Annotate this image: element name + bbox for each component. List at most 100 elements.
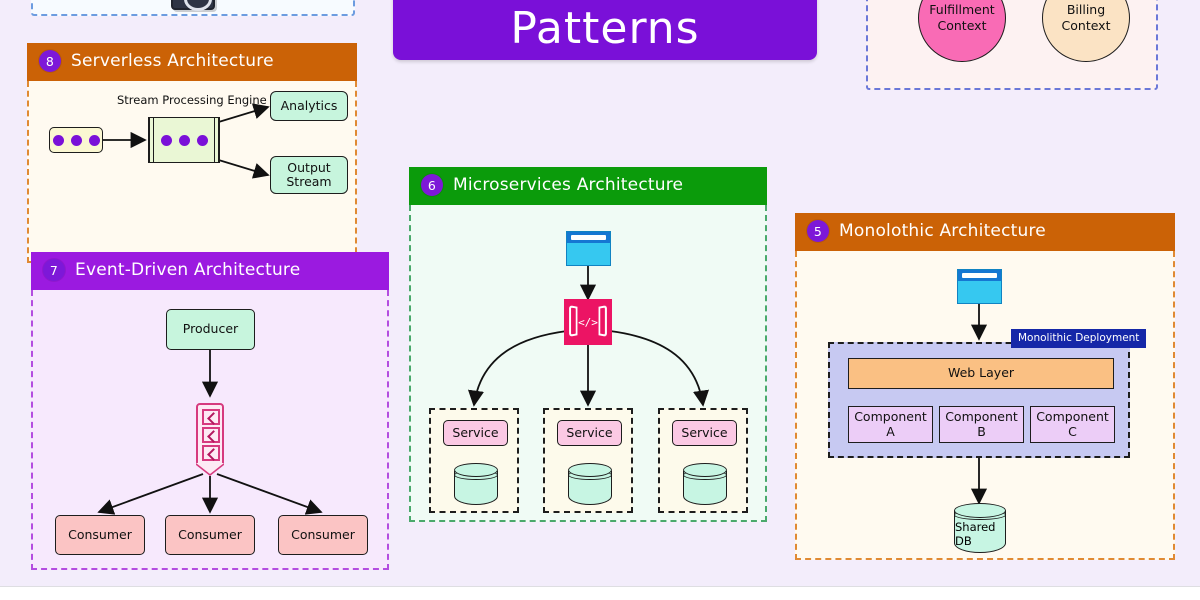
gateway-code-glyph: </> [578,315,598,329]
panel-body: </> Service Service [409,205,767,522]
context-label-line1: Fulfillment [929,2,995,18]
event-dot [52,134,64,146]
monolithic-deployment-box: Web Layer Component A Component B Compon… [828,342,1130,458]
stream-engine-caption: Stream Processing Engine [117,93,267,107]
panel-monolithic-architecture: 5 Monolothic Architecture Web Layer [795,213,1175,560]
panel-header: 6 Microservices Architecture [409,167,767,205]
queue-segment-icon [202,409,220,425]
node-label: Component A [854,409,927,439]
event-source-box [49,127,103,153]
node-label: Analytics [280,97,338,113]
panel-header: 5 Monolothic Architecture [795,213,1175,251]
browser-icon [566,231,611,266]
gateway-left-leaf-icon [569,305,578,337]
panel-microservices-architecture: 6 Microservices Architecture [409,167,767,522]
cylinder-top [568,463,612,477]
cylinder-top [954,503,1006,518]
panel-body: Producer Consumer Consumer Consumer [31,290,389,570]
browser-title-bar [958,270,1001,281]
node-label: Web Layer [947,365,1015,381]
event-driven-connectors [97,342,323,515]
event-dot [178,134,190,146]
event-dot [88,134,100,146]
diagram-canvas: Patterns Fulfillment Context Billing Con… [0,0,1200,586]
service-node: Service [557,420,622,446]
cylinder-top [454,463,498,477]
context-label-line2: Context [937,18,987,33]
browser-icon [957,269,1002,304]
monolithic-connectors [970,304,988,505]
gateway-right-leaf-icon [598,305,607,337]
engine-left-bar [149,118,154,162]
message-queue-icon [196,403,224,465]
event-dot [160,134,172,146]
queue-segment-icon [202,427,220,443]
panel-number-badge: 6 [421,174,443,196]
component-node-c: Component C [1030,406,1115,443]
panel-number-badge: 5 [807,220,829,242]
node-label: Shared DB [955,520,996,548]
panel-header: 8 Serverless Architecture [27,43,357,81]
shared-database-icon: Shared DB [954,503,1006,558]
panel-title: Event-Driven Architecture [75,260,301,280]
service-group-2: Service [543,408,633,513]
clipped-top-card [31,0,355,16]
context-label-line1: Billing [1066,2,1106,18]
context-label-line2: Context [1061,18,1111,33]
node-label-line2: Stream [286,174,332,189]
page-bottom-edge [0,586,1200,600]
panel-body: Stream Processing Engine Analytics Outpu… [27,81,357,263]
stream-processing-engine [148,117,220,163]
consumer-node-3: Consumer [278,515,368,555]
consumer-node-1: Consumer [55,515,145,555]
panel-number-badge: 8 [39,50,61,72]
node-label: Service [452,424,499,440]
panel-title: Serverless Architecture [71,51,274,71]
panel-header: 7 Event-Driven Architecture [31,252,389,290]
service-node: Service [672,420,737,446]
browser-title-bar [567,232,610,243]
panel-event-driven-architecture: 7 Event-Driven Architecture Producer [31,252,389,570]
context-circle-fulfillment: Fulfillment Context [918,0,1006,62]
consumer-node-2: Consumer [165,515,255,555]
service-node: Service [443,420,508,446]
queue-tip-icon [196,463,224,474]
producer-node: Producer [166,309,255,350]
bounded-contexts-card: Fulfillment Context Billing Context [866,0,1158,90]
node-label: Consumer [178,526,242,542]
database-cylinder-icon [454,463,498,509]
node-label: Consumer [291,526,355,542]
node-label: Producer [182,321,239,337]
api-gateway-icon: </> [564,299,612,345]
component-node-b: Component B [939,406,1024,443]
deployment-label: Monolithic Deployment [1011,329,1147,348]
panel-title: Microservices Architecture [453,175,684,195]
node-label: Component C [1036,409,1109,439]
page-title-banner: Patterns [393,0,817,60]
monolith-dark-icon [171,0,215,11]
cylinder-top [683,463,727,477]
context-circle-billing: Billing Context [1042,0,1130,62]
event-dot [196,134,208,146]
service-group-1: Service [429,408,519,513]
database-cylinder-icon [568,463,612,509]
node-label: Consumer [68,526,132,542]
engine-right-bar [214,118,219,162]
component-node-a: Component A [848,406,933,443]
panel-title: Monolothic Architecture [839,221,1046,241]
event-dot [70,134,82,146]
node-label: Service [681,424,728,440]
panel-serverless-architecture: 8 Serverless Architecture Stream Process… [27,43,357,263]
panel-number-badge: 7 [43,259,65,281]
web-layer-node: Web Layer [848,358,1114,389]
queue-segment-icon [202,445,220,461]
node-label: Component B [945,409,1018,439]
database-cylinder-icon [683,463,727,509]
page-title: Patterns [510,3,700,54]
panel-body: Web Layer Component A Component B Compon… [795,251,1175,560]
service-group-3: Service [658,408,748,513]
node-label: Service [566,424,613,440]
output-node-output-stream: Output Stream [270,156,348,194]
output-node-analytics: Analytics [270,91,348,121]
node-label-line1: Output [287,159,331,175]
